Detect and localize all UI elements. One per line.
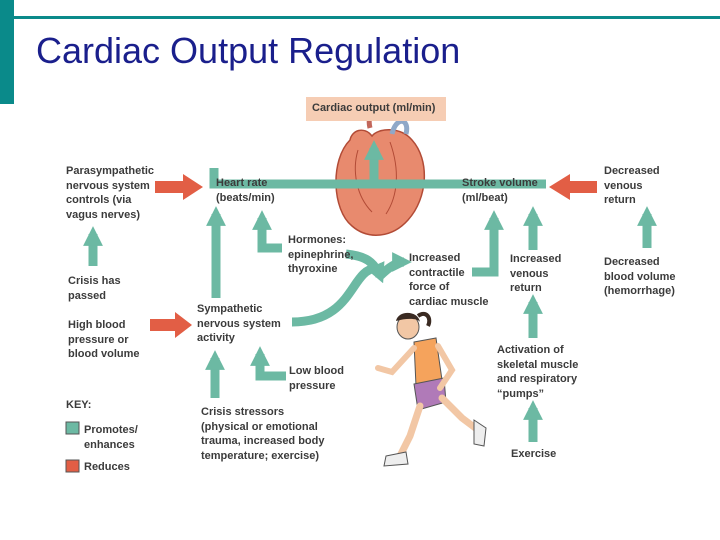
reduce-arrows	[150, 174, 597, 338]
increased-contractile-label: Increased contractile force of cardiac m…	[409, 252, 489, 308]
branch-to-contractile	[376, 252, 412, 280]
sympathetic-label: Sympathetic nervous system activity	[197, 303, 281, 344]
arrow-parasympathetic-to-heart-rate	[155, 174, 203, 200]
decreased-venous-return-label: Decreased venous return	[604, 165, 660, 206]
key-title: KEY:	[66, 399, 92, 411]
arrow-high-bp-to-sympathetic	[150, 312, 192, 338]
decreased-blood-volume-label: Decreased blood volume (hemorrhage)	[604, 256, 676, 297]
arrow-low-bp-to-sympathetic	[250, 346, 286, 381]
increased-venous-return-label: Increased venous return	[510, 253, 562, 294]
parasympathetic-label: Parasympathetic nervous system controls …	[66, 165, 155, 221]
hormones-label: Hormones: epinephrine, thyroxine	[288, 234, 354, 275]
key-swatch-reduces	[65, 459, 80, 473]
low-blood-pressure-label: Low blood pressure	[289, 365, 344, 392]
accent-line	[14, 16, 720, 19]
arrow-heart-rate-to-output	[209, 168, 546, 189]
exercise-label: Exercise	[511, 448, 557, 460]
arrow-hormones-to-heart-rate	[252, 210, 282, 253]
promote-arrows	[83, 140, 657, 442]
key-swatch-promotes	[65, 421, 80, 435]
runner-illustration	[375, 311, 487, 467]
cardiac-output-label: Cardiac output (ml/min)	[312, 102, 436, 114]
heart-illustration	[335, 109, 425, 236]
accent-bar	[0, 0, 14, 104]
heart-rate-label: Heart rate (beats/min)	[216, 177, 275, 204]
arrow-decreased-venous-return-to-stroke-volume	[549, 174, 597, 200]
arrow-contractile-to-stroke-volume	[472, 210, 504, 277]
crisis-passed-label: Crisis has passed	[68, 275, 121, 302]
key-reduces-label: Reduces	[84, 461, 130, 473]
cardiac-output-box: Cardiac output (ml/min)	[306, 97, 446, 121]
stroke-volume-label: Stroke volume (ml/beat)	[462, 177, 538, 204]
high-blood-pressure-label: High blood pressure or blood volume	[68, 319, 140, 360]
crisis-stressors-label: Crisis stressors (physical or emotional …	[201, 406, 325, 462]
key-promotes-label: Promotes/ enhances	[84, 424, 138, 451]
slide-title: Cardiac Output Regulation	[36, 30, 461, 71]
activation-pumps-label: Activation of skeletal muscle and respir…	[497, 344, 579, 400]
